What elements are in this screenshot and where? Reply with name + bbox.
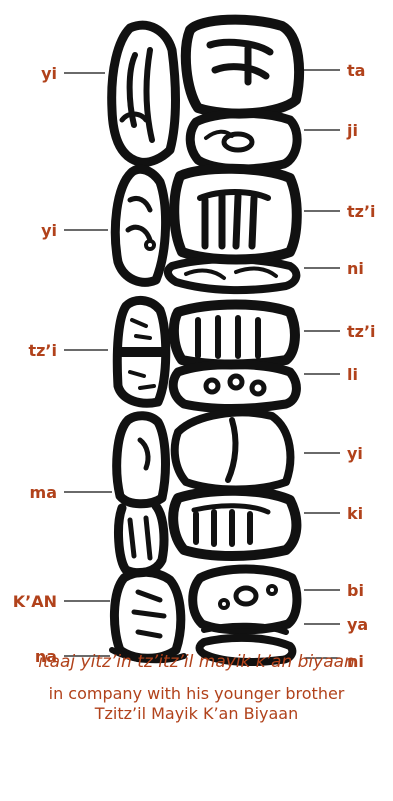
glyph-block-bi-ya-ni xyxy=(193,569,297,662)
glyph-block-yi-2 xyxy=(115,169,165,282)
right-labels: ta ji tz’i ni tz’i li yi ki bi ya ni xyxy=(346,61,376,671)
caption-translation-line-2: Tzitz’il Mayik K’an Biyaan xyxy=(0,704,393,724)
label-tzi-right-1: tz’i xyxy=(347,202,376,221)
label-tzi-right-2: tz’i xyxy=(347,322,376,341)
label-ki: ki xyxy=(347,504,363,523)
glyph-block-ta-ji xyxy=(186,20,299,169)
label-tzi-left: tz’i xyxy=(28,341,57,360)
glyph-block-tzi-left xyxy=(117,300,165,403)
label-yi-right: yi xyxy=(347,444,363,463)
glyph-block-yi-1 xyxy=(112,25,176,162)
label-ma: ma xyxy=(30,483,57,502)
glyph-column xyxy=(112,20,299,662)
glyph-block-ma xyxy=(117,416,166,573)
label-yi-1: yi xyxy=(41,64,57,83)
left-labels: yi yi tz’i ma K’AN na xyxy=(13,64,57,666)
glyph-block-kan-na xyxy=(112,572,184,660)
caption-translation-line-1: in company with his younger brother xyxy=(0,684,393,704)
label-yi-2: yi xyxy=(41,221,57,240)
caption-transliteration: itaaj yitz’in tz’itz’il mayik k’an biyaa… xyxy=(0,652,393,672)
label-bi: bi xyxy=(347,581,364,600)
caption-translation: in company with his younger brother Tzit… xyxy=(0,684,393,724)
glyph-block-tzi-li xyxy=(173,305,296,409)
label-ni-1: ni xyxy=(347,259,364,278)
glyph-block-tzi-ni xyxy=(168,169,297,290)
label-li: li xyxy=(347,365,358,384)
label-ya: ya xyxy=(347,615,368,634)
label-ji: ji xyxy=(346,121,358,140)
label-ta: ta xyxy=(347,61,365,80)
label-kan: K’AN xyxy=(13,592,57,611)
glyph-block-yi-ki xyxy=(173,413,296,556)
